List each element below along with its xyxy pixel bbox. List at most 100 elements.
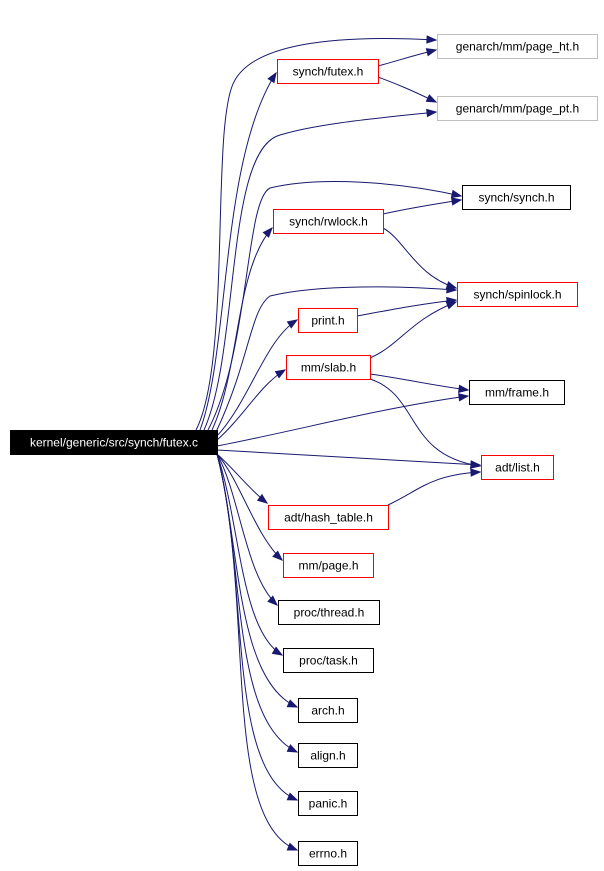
arrowhead <box>262 226 273 238</box>
node-label: kernel/generic/src/synch/futex.c <box>30 436 198 450</box>
node-box <box>469 380 565 405</box>
edge-line <box>215 286 457 433</box>
edge-root-to-hash_h <box>216 453 269 504</box>
node-page-ht[interactable]: genarch/mm/page_ht.h <box>437 34 598 59</box>
edge-root-to-page_h <box>216 453 284 561</box>
node-hash-h[interactable]: adt/hash_table.h <box>268 505 389 530</box>
node-box <box>286 355 371 380</box>
node-label: print.h <box>311 314 344 328</box>
node-box <box>283 648 374 673</box>
edge-root-to-thread_h <box>216 453 279 606</box>
node-label: genarch/mm/page_ht.h <box>456 40 579 54</box>
edge-root-to-list_h <box>216 449 482 469</box>
node-errno-h[interactable]: errno.h <box>298 841 358 866</box>
edge-root-to-slab_h <box>216 369 287 441</box>
node-box <box>298 743 358 768</box>
node-box <box>298 698 358 723</box>
graph-edges <box>195 35 482 851</box>
node-page-h[interactable]: mm/page.h <box>283 553 374 578</box>
arrowhead <box>426 108 438 118</box>
edge-hash_h-to-list_h <box>387 468 482 506</box>
node-label: mm/frame.h <box>485 386 549 400</box>
arrowhead <box>425 94 438 103</box>
edge-line <box>216 453 283 656</box>
node-synch-h[interactable]: synch/synch.h <box>462 185 571 210</box>
arrowhead <box>469 460 482 469</box>
edge-root-to-page_ht <box>195 35 438 431</box>
node-label: align.h <box>310 749 345 763</box>
node-box <box>437 34 598 59</box>
node-box <box>462 185 571 210</box>
node-task-h[interactable]: proc/task.h <box>283 648 374 673</box>
node-label: mm/slab.h <box>301 361 356 375</box>
node-box <box>10 430 218 455</box>
edge-rwlock_h-to-spinlock_h <box>382 227 458 290</box>
edge-line <box>387 471 481 506</box>
node-rwlock-h[interactable]: synch/rwlock.h <box>273 209 384 234</box>
arrowhead <box>458 393 470 402</box>
node-list-h[interactable]: adt/list.h <box>481 455 554 480</box>
node-root: kernel/generic/src/synch/futex.c <box>10 430 218 455</box>
node-arch-h[interactable]: arch.h <box>298 698 358 723</box>
node-label: adt/list.h <box>495 461 540 475</box>
edge-line <box>216 453 298 851</box>
graph-nodes: kernel/generic/src/synch/futex.c genarch/… <box>10 34 598 866</box>
arrowhead <box>286 744 299 753</box>
edge-line <box>195 37 437 431</box>
node-label: arch.h <box>311 704 344 718</box>
node-box <box>298 791 358 816</box>
arrowhead <box>450 189 463 198</box>
node-box <box>278 600 380 625</box>
node-futex-h[interactable]: synch/futex.h <box>277 59 379 84</box>
edge-line <box>356 299 457 317</box>
arrowhead <box>425 48 438 57</box>
node-label: proc/task.h <box>299 654 358 668</box>
arrowhead <box>274 369 287 379</box>
arrowhead <box>458 384 470 393</box>
node-label: synch/rwlock.h <box>289 215 368 229</box>
node-frame-h[interactable]: mm/frame.h <box>469 380 565 405</box>
edge-slab_h-to-frame_h <box>369 373 470 393</box>
node-label: panic.h <box>309 797 348 811</box>
edge-root-to-print_h <box>216 319 299 437</box>
edge-root-to-errno_h <box>216 453 299 851</box>
arrowhead <box>267 71 277 84</box>
edge-line <box>203 111 437 431</box>
edge-root-to-task_h <box>216 453 284 656</box>
edge-line <box>199 72 277 431</box>
node-slab-h[interactable]: mm/slab.h <box>286 355 371 380</box>
arrowhead <box>272 550 284 561</box>
node-box <box>437 96 598 121</box>
edge-line <box>216 319 298 437</box>
arrowhead <box>445 281 458 290</box>
arrowhead <box>450 197 463 206</box>
node-box <box>481 455 554 480</box>
edge-line <box>216 453 278 606</box>
edge-rwlock_h-to-synch_h <box>382 197 463 215</box>
node-page-pt[interactable]: genarch/mm/page_pt.h <box>437 96 598 121</box>
arrowhead <box>445 301 458 310</box>
node-spinlock-h[interactable]: synch/spinlock.h <box>457 282 578 307</box>
edge-line <box>382 199 462 215</box>
node-box <box>277 59 379 84</box>
edge-line <box>216 449 481 466</box>
edge-line <box>216 453 283 561</box>
node-box <box>457 282 578 307</box>
edge-root-to-futex_h <box>199 71 277 431</box>
node-align-h[interactable]: align.h <box>298 743 358 768</box>
node-thread-h[interactable]: proc/thread.h <box>278 600 380 625</box>
edge-print_h-to-spinlock_h <box>356 296 458 317</box>
node-panic-h[interactable]: panic.h <box>298 791 358 816</box>
arrowhead <box>286 792 299 801</box>
arrowhead <box>271 646 284 656</box>
arrowhead <box>286 842 299 851</box>
edge-line <box>369 378 481 467</box>
node-label: adt/hash_table.h <box>284 511 373 525</box>
node-box <box>298 841 358 866</box>
node-box <box>298 308 358 333</box>
node-print-h[interactable]: print.h <box>298 308 358 333</box>
arrowhead <box>286 319 299 329</box>
edge-slab_h-to-list_h <box>369 378 482 469</box>
node-label: mm/page.h <box>298 559 358 573</box>
